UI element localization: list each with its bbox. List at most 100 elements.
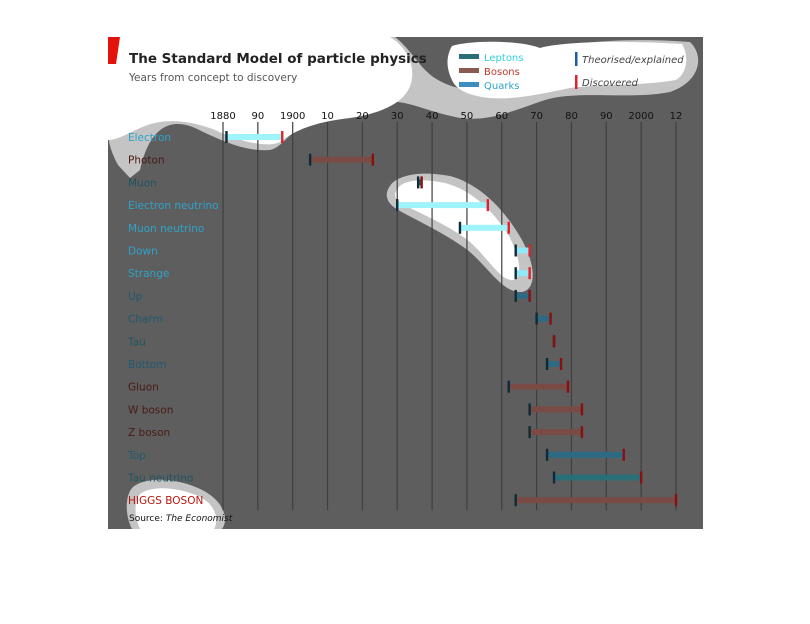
discovered-marker-up (528, 289, 531, 302)
discovered-marker-electron (281, 131, 284, 143)
theorised-marker-up (514, 289, 517, 302)
x-tick-label: 1880 (210, 111, 235, 122)
range-bars (225, 131, 678, 507)
x-tick-label: 1900 (280, 111, 305, 122)
particle-label-tau-neutrino: Tau neutrino (127, 473, 193, 485)
particle-label-z-boson: Z boson (128, 427, 170, 439)
x-tick-label: 80 (565, 111, 578, 122)
theorised-marker-photon (308, 153, 312, 166)
legend-label-quarks: Quarks (484, 81, 519, 92)
discovered-marker-tau (552, 335, 556, 348)
particle-label-bottom: Bottom (128, 359, 167, 371)
particle-label-charm: Charm (128, 314, 163, 326)
discovered-marker-strange (528, 267, 531, 280)
legend-label-bosons: Bosons (484, 67, 520, 78)
particle-label-gluon: Gluon (128, 382, 159, 394)
discovered-marker-muon (420, 176, 423, 189)
x-tick-label: 10 (321, 111, 334, 122)
bar-photon (310, 156, 373, 163)
theorised-marker-higgs-boson (514, 494, 517, 507)
blob-source (135, 488, 217, 529)
bar-tau-neutrino (554, 474, 642, 481)
particle-label-photon: Photon (128, 155, 165, 167)
particle-label-muon-neutrino: Muon neutrino (128, 223, 204, 235)
x-tick-label: 60 (495, 111, 508, 122)
discovered-marker-bottom (559, 358, 563, 370)
legend-label-leptons: Leptons (484, 53, 523, 64)
particle-label-higgs-boson: HIGGS BOSON (128, 495, 203, 507)
legend-marker-discovered (575, 75, 578, 89)
theorised-marker-strange (514, 267, 517, 280)
source-note: Source: The Economist (129, 514, 233, 524)
discovered-marker-tau-neutrino (639, 471, 643, 484)
x-tick-label: 90 (600, 111, 613, 122)
discovered-marker-gluon (566, 380, 570, 393)
x-tick-label: 40 (426, 111, 439, 122)
particle-label-electron-neutrino: Electron neutrino (128, 200, 219, 212)
discovered-marker-higgs-boson (674, 494, 678, 507)
x-tick-label: 30 (391, 111, 404, 122)
bar-electron (226, 134, 283, 140)
theorised-marker-gluon (507, 380, 510, 393)
legend-marker-theorised (575, 52, 578, 66)
x-tick-label: 50 (461, 111, 474, 122)
source-label: Source: (129, 514, 163, 524)
particle-label-electron: Electron (128, 132, 171, 144)
discovered-marker-z-boson (580, 426, 584, 439)
particle-label-up: Up (128, 291, 143, 303)
discovered-marker-w-boson (580, 403, 584, 416)
bar-top (547, 451, 624, 458)
bar-charm (536, 315, 551, 322)
bar-up (515, 292, 530, 299)
x-tick-label: 70 (530, 111, 543, 122)
discovered-marker-down (528, 244, 531, 257)
legend: Leptons Bosons Quarks Theorised/explaine… (459, 52, 684, 92)
theorised-marker-electron-neutrino (396, 199, 399, 212)
bar-muon (418, 179, 422, 186)
theorised-marker-charm (535, 312, 538, 325)
bar-gluon (508, 383, 568, 390)
particle-label-tau: Tau (127, 336, 146, 348)
theorised-marker-z-boson (528, 426, 531, 439)
theorised-marker-down (514, 244, 517, 257)
x-tick-label: 20 (356, 111, 369, 122)
particle-label-w-boson: W boson (128, 404, 173, 416)
theorised-marker-muon (416, 176, 420, 189)
blob-legend (447, 41, 687, 99)
discovered-marker-muon-neutrino (507, 221, 510, 234)
legend-swatch-quarks (459, 82, 479, 87)
bar-higgs-boson (515, 497, 676, 504)
bar-down (515, 247, 530, 254)
bar-muon-neutrino (459, 224, 509, 231)
bar-bottom (547, 361, 562, 367)
x-tick-label: 2000 (628, 111, 653, 122)
bar-w-boson (529, 406, 582, 413)
discovered-marker-electron-neutrino (486, 199, 490, 212)
theorised-marker-w-boson (528, 403, 531, 416)
chart-title: The Standard Model of particle physics (129, 51, 427, 67)
legend-label-discovered: Discovered (582, 78, 639, 89)
legend-label-theorised: Theorised/explained (582, 55, 684, 66)
theorised-marker-bottom (545, 358, 549, 370)
source-name: The Economist (166, 514, 233, 524)
legend-swatch-bosons (459, 68, 479, 73)
particle-label-down: Down (128, 246, 158, 258)
discovered-marker-top (622, 448, 625, 461)
bar-strange (515, 270, 530, 277)
theorised-marker-top (545, 448, 549, 461)
theorised-marker-electron (225, 131, 228, 143)
discovered-marker-photon (371, 153, 375, 166)
corner-accent (108, 37, 120, 64)
chart-subtitle: Years from concept to discovery (128, 72, 297, 84)
bar-z-boson (529, 429, 582, 436)
blob-title (108, 37, 413, 145)
particle-label-top: Top (127, 450, 146, 462)
x-tick-label: 12 (670, 111, 683, 122)
gridlines (222, 122, 677, 511)
bar-electron-neutrino (397, 202, 488, 209)
discovered-marker-charm (549, 312, 552, 325)
legend-swatch-leptons (459, 54, 479, 59)
